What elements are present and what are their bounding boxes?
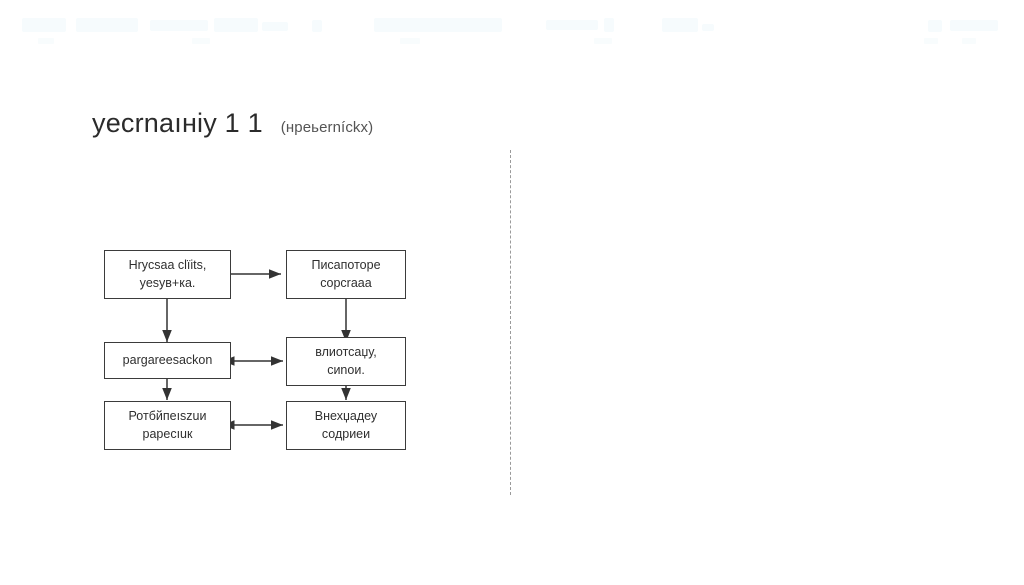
flow-node-2[interactable]: Писапоторе copcraaa xyxy=(286,250,406,299)
flow-node-5-line-1: Ротбйпeıszuи xyxy=(128,408,207,423)
flow-node-3-line-1: рargareesackon xyxy=(122,352,213,367)
flow-node-6-line-2: содриеи xyxy=(321,426,371,441)
page-heading: yecrnaıнiу 1 1 (нpeьerníckx) xyxy=(92,108,373,139)
flow-node-2-line-2: copcraaa xyxy=(320,275,372,290)
flow-node-4-line-2: сиnои. xyxy=(327,362,365,377)
flow-node-5-line-2: papecıuк xyxy=(142,426,193,441)
flow-node-5[interactable]: Ротбйпeıszuи papecıuк xyxy=(104,401,231,450)
flow-node-4-line-1: влиотсаџу, xyxy=(315,344,377,359)
flow-node-1-line-1: Hrycsaa clïits, xyxy=(128,257,207,272)
flow-node-2-line-1: Писапоторе xyxy=(311,257,381,272)
section-divider xyxy=(510,150,511,495)
page-title: yecrnaıнiу 1 1 xyxy=(92,108,263,138)
flow-node-6-line-1: Внехџадеу xyxy=(314,408,378,423)
page-subtitle: (нpeьerníckx) xyxy=(280,119,374,136)
flow-node-4[interactable]: влиотсаџу, сиnои. xyxy=(286,337,406,386)
flow-node-1[interactable]: Hrycsaa clïits, yesyв+ка. xyxy=(104,250,231,299)
flow-node-6[interactable]: Внехџадеу содриеи xyxy=(286,401,406,450)
flow-node-3[interactable]: рargareesackon xyxy=(104,342,231,379)
flow-node-1-line-2: yesyв+ка. xyxy=(139,275,196,290)
